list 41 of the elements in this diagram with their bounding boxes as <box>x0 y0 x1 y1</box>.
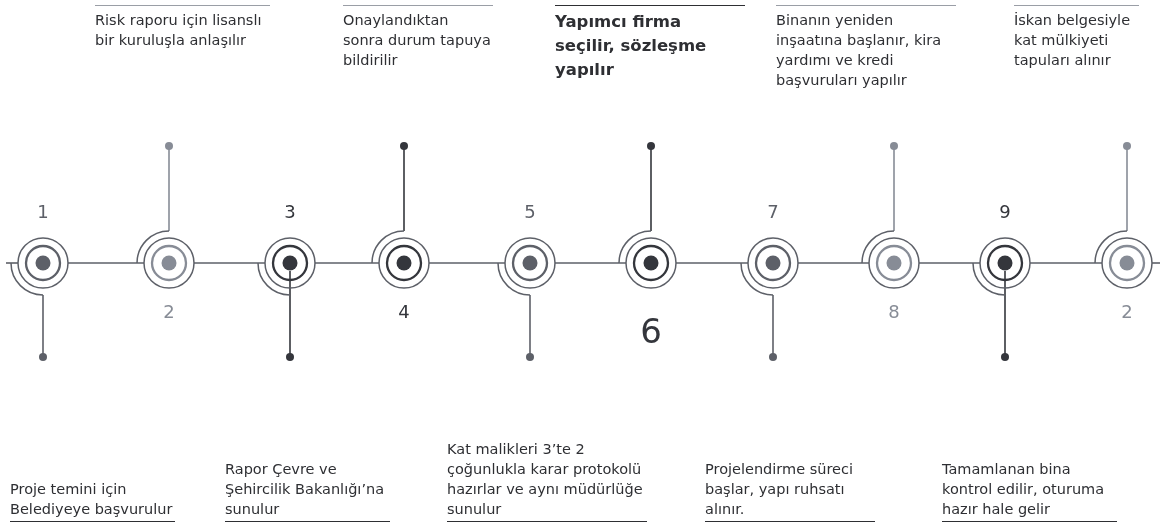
timeline-line <box>428 262 506 264</box>
leader-line <box>400 142 408 232</box>
timeline-line <box>193 262 266 264</box>
step-description: Binanın yeniden inşaatına başlanır, kira yardımı ve kredi başvuruları yapılır <box>776 5 956 146</box>
step-number: 2 <box>1120 301 1134 323</box>
leader-line <box>647 142 655 232</box>
leader-line <box>526 294 534 361</box>
leader-line <box>39 294 47 361</box>
step-description: Kat malikleri 3’te 2 çoğunlukla karar protokolü hazırlar ve aynı müdürlüğe sunulur <box>447 357 647 522</box>
timeline-line <box>1029 262 1103 264</box>
leader-line <box>286 270 294 361</box>
timeline-line <box>554 262 627 264</box>
step-number: 4 <box>397 301 411 323</box>
step-number: 3 <box>283 201 297 223</box>
timeline-line <box>314 262 380 264</box>
step-description: Tamamlanan bina kontrol edilir, oturuma hazır hale gelir <box>942 357 1117 522</box>
step-number: 2 <box>162 301 176 323</box>
step-description: Proje temini için Belediyeye başvurulur <box>10 357 175 522</box>
leader-line <box>165 142 173 232</box>
step-description: Yapımcı firma seçilir, sözleşme yapılır <box>555 5 745 146</box>
leader-line <box>890 142 898 232</box>
step-number: 7 <box>766 201 780 223</box>
timeline-line <box>797 262 870 264</box>
step-number: 1 <box>36 201 50 223</box>
step-number: 6 <box>639 311 663 351</box>
step-description: İskan belgesiyle kat mülkiyeti tapuları alınır <box>1014 5 1139 146</box>
step-number: 9 <box>998 201 1012 223</box>
leader-line <box>1123 142 1131 232</box>
timeline-line <box>918 262 981 264</box>
timeline-line <box>1151 262 1161 264</box>
step-description: Projelendirme süreci başlar, yapı ruhsatı alınır. <box>705 357 875 522</box>
step-number: 5 <box>523 201 537 223</box>
timeline-line <box>67 262 145 264</box>
timeline-line <box>675 262 749 264</box>
step-description: Onaylandıktan sonra durum tapuya bildirilir <box>343 5 493 146</box>
leader-line <box>769 294 777 361</box>
step-description: Rapor Çevre ve Şehircilik Bakanlığı’na sunulur <box>225 357 390 522</box>
step-description: Risk raporu için lisanslı bir kuruluşla anlaşılır <box>95 5 270 146</box>
timeline-line <box>5 262 19 264</box>
leader-line <box>1001 270 1009 361</box>
step-number: 8 <box>887 301 901 323</box>
